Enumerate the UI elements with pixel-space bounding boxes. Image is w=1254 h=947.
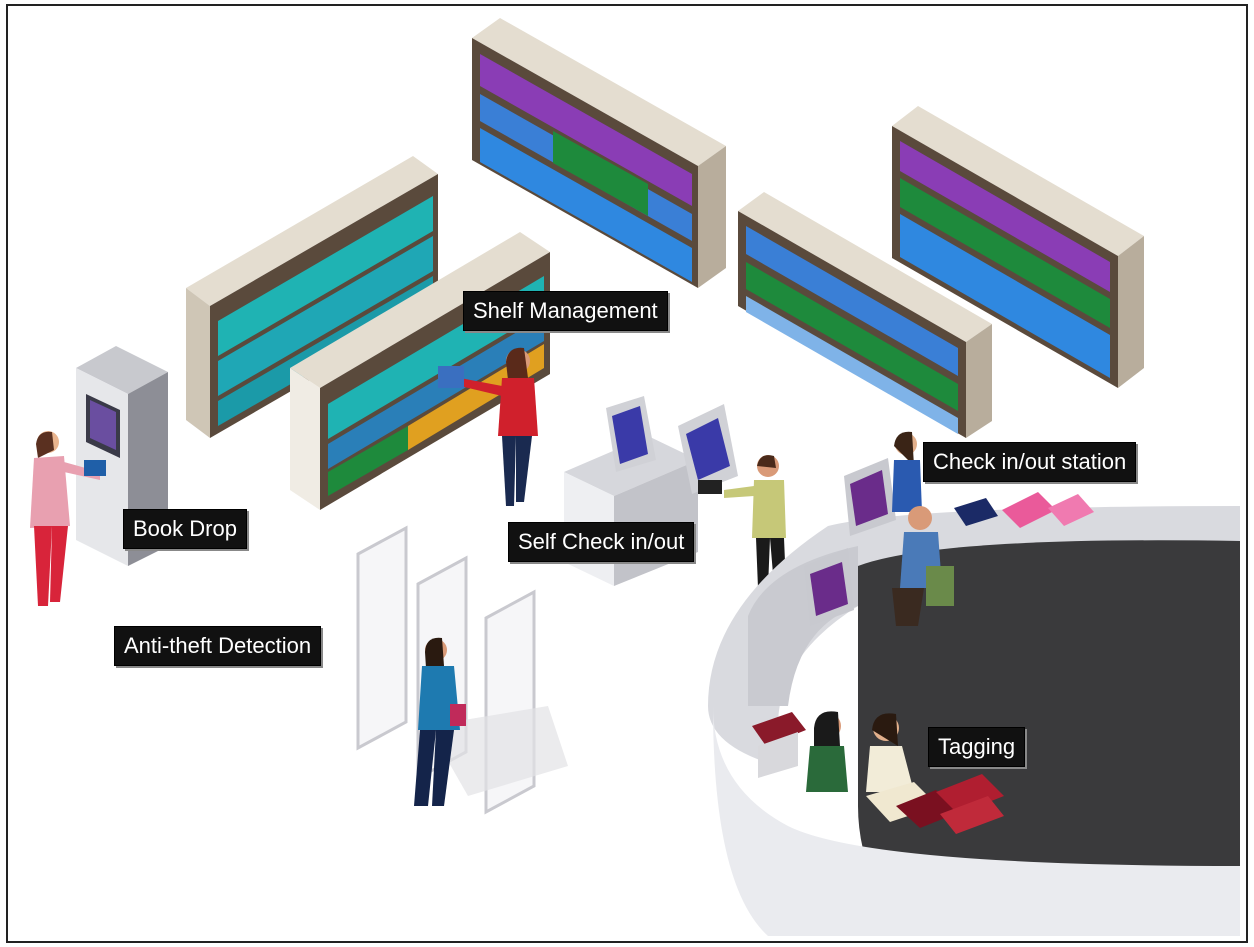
label-book-drop: Book Drop bbox=[123, 509, 247, 549]
label-self-check: Self Check in/out bbox=[508, 522, 695, 562]
staff-check-station bbox=[892, 431, 954, 626]
books-tagging bbox=[752, 712, 1004, 834]
bookshelf-far-right bbox=[892, 106, 1144, 388]
person-self-check bbox=[724, 455, 786, 588]
library-illustration bbox=[30, 18, 1240, 936]
label-tagging: Tagging bbox=[928, 727, 1026, 767]
books-on-desk bbox=[954, 492, 1094, 528]
person-anti-theft bbox=[414, 637, 466, 806]
person-shelf-management bbox=[438, 347, 538, 506]
bookshelf-right-middle bbox=[738, 192, 992, 438]
staff-tagging bbox=[806, 711, 938, 822]
label-check-station: Check in/out station bbox=[923, 442, 1137, 482]
person-book-drop bbox=[30, 431, 106, 606]
anti-theft-gates bbox=[356, 525, 568, 815]
bookshelf-left-back bbox=[186, 156, 438, 438]
bookshelf-top-center bbox=[472, 18, 726, 288]
label-shelf-management: Shelf Management bbox=[463, 291, 668, 331]
label-anti-theft: Anti-theft Detection bbox=[114, 626, 322, 666]
desk-computers bbox=[804, 458, 896, 626]
diagram-frame: Shelf Management Check in/out station Bo… bbox=[6, 4, 1248, 943]
